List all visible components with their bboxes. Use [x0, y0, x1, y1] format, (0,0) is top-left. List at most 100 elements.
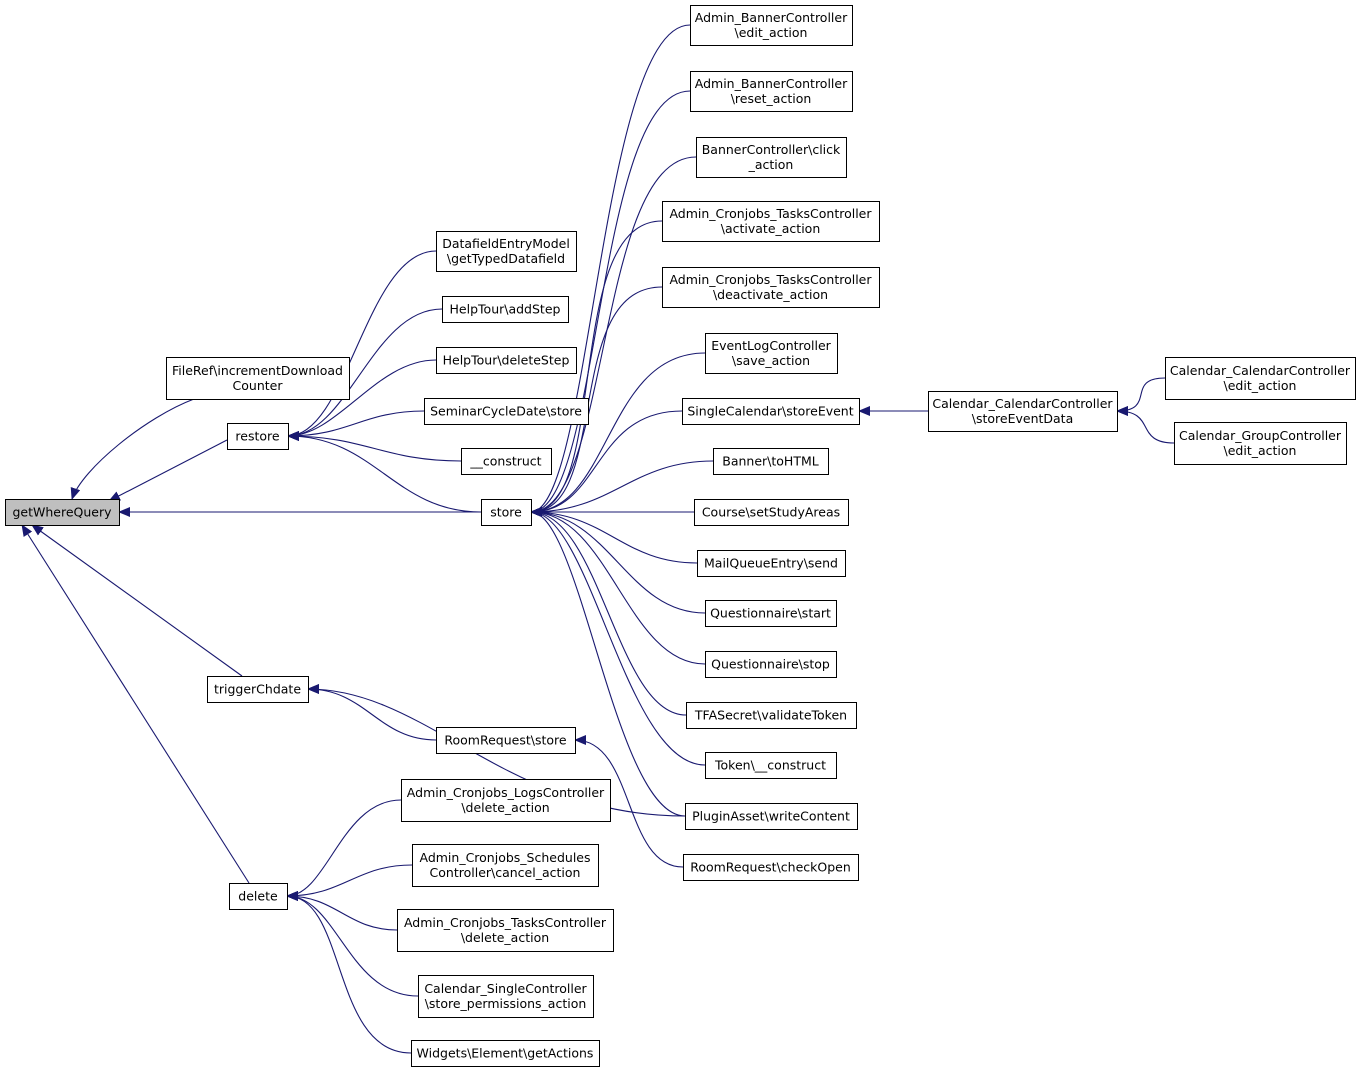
node-box[interactable]: [705, 651, 837, 678]
node-CalCtl_store[interactable]: Calendar_CalendarController\storeEventDa…: [928, 391, 1118, 432]
node-Tasks_activate[interactable]: Admin_Cronjobs_TasksController\activate_…: [662, 201, 880, 242]
node-label-line: Admin_Cronjobs_TasksController: [404, 915, 607, 930]
node-Banner_reset[interactable]: Admin_BannerController\reset_action: [690, 71, 853, 112]
edge-RoomRequest_store-to-triggerChdate: [307, 684, 437, 741]
node-getWhereQuery[interactable]: getWhereQuery: [5, 499, 120, 526]
node-box[interactable]: [397, 909, 614, 952]
node-box[interactable]: [696, 137, 847, 178]
node-HelpTour_add[interactable]: HelpTour\addStep: [442, 296, 569, 323]
node-box[interactable]: [481, 499, 532, 526]
node-box[interactable]: [461, 448, 552, 475]
node-box[interactable]: [411, 1040, 600, 1067]
node-label-line: TFASecret\validateToken: [694, 708, 847, 723]
edge-GroupCtl_edit-to-CalCtl_store: [1116, 406, 1175, 444]
node-box[interactable]: [694, 499, 849, 526]
edge-SingleCal-to-store: [530, 410, 683, 517]
node-box[interactable]: [686, 702, 857, 729]
node-Q_start[interactable]: Questionnaire\start: [705, 600, 837, 627]
node-box[interactable]: [697, 550, 846, 577]
node-box[interactable]: [166, 357, 350, 400]
node-label-line: HelpTour\deleteStep: [443, 353, 570, 368]
node-box[interactable]: [436, 347, 577, 374]
node-box[interactable]: [705, 333, 838, 374]
node-Banner_click[interactable]: BannerController\click_action: [696, 137, 847, 178]
node-box[interactable]: [424, 398, 589, 425]
node-Tasks_deactivate[interactable]: Admin_Cronjobs_TasksController\deactivat…: [662, 267, 880, 308]
node-box[interactable]: [5, 499, 120, 526]
node-HelpTour_delete[interactable]: HelpTour\deleteStep: [436, 347, 577, 374]
node-delete[interactable]: delete: [229, 883, 288, 910]
node-label-line: SeminarCycleDate\store: [430, 404, 582, 419]
node-label-line: \store_permissions_action: [425, 996, 587, 1011]
node-box[interactable]: [1174, 422, 1347, 465]
node-CalCtl_edit[interactable]: Calendar_CalendarController\edit_action: [1165, 357, 1356, 400]
node-Widgets[interactable]: Widgets\Element\getActions: [411, 1040, 600, 1067]
node-Plugin[interactable]: PluginAsset\writeContent: [685, 803, 858, 830]
node-box[interactable]: [412, 844, 599, 887]
node-box[interactable]: [705, 752, 837, 779]
edge-Banner_html-to-store: [530, 460, 714, 517]
node-GroupCtl_edit[interactable]: Calendar_GroupController\edit_action: [1174, 422, 1347, 465]
node-SingleCal[interactable]: SingleCalendar\storeEvent: [682, 398, 860, 425]
edges-layer: [21, 24, 1175, 1054]
node-label-line: \storeEventData: [972, 411, 1073, 426]
node-label-line: Admin_Cronjobs_LogsController: [407, 785, 605, 800]
node-box[interactable]: [682, 398, 860, 425]
node-box[interactable]: [690, 71, 853, 112]
node-box[interactable]: [683, 854, 859, 881]
node-Banner_html[interactable]: Banner\toHTML: [713, 448, 829, 475]
edge-DatafieldEntry-to-restore: [287, 250, 437, 441]
node-construct[interactable]: __construct: [461, 448, 552, 475]
node-SeminarCycle[interactable]: SeminarCycleDate\store: [424, 398, 589, 425]
node-Cal_Single[interactable]: Calendar_SingleController\store_permissi…: [418, 975, 594, 1018]
node-label-line: Questionnaire\start: [710, 606, 831, 621]
node-box[interactable]: [401, 779, 611, 822]
node-triggerChdate[interactable]: triggerChdate: [207, 676, 309, 703]
node-Q_stop[interactable]: Questionnaire\stop: [705, 651, 837, 678]
node-label-line: \getTypedDatafield: [447, 251, 565, 266]
node-label-line: Counter: [233, 378, 284, 393]
node-label-line: \edit_action: [1224, 443, 1297, 458]
node-TFASecret[interactable]: TFASecret\validateToken: [686, 702, 857, 729]
node-RoomCheck[interactable]: RoomRequest\checkOpen: [683, 854, 859, 881]
node-store[interactable]: store: [481, 499, 532, 526]
node-EventLog[interactable]: EventLogController\save_action: [705, 333, 838, 374]
node-label-line: \edit_action: [735, 25, 808, 40]
node-box[interactable]: [662, 267, 880, 308]
node-box[interactable]: [207, 676, 309, 703]
node-label-line: PluginAsset\writeContent: [692, 809, 850, 824]
node-label-line: Widgets\Element\getActions: [417, 1046, 594, 1061]
node-box[interactable]: [928, 391, 1118, 432]
node-Cron_Schedules[interactable]: Admin_Cronjobs_SchedulesController\cance…: [412, 844, 599, 887]
node-Course[interactable]: Course\setStudyAreas: [694, 499, 849, 526]
node-box[interactable]: [229, 883, 288, 910]
node-MailQueue[interactable]: MailQueueEntry\send: [697, 550, 846, 577]
node-box[interactable]: [1165, 357, 1356, 400]
nodes-layer: getWhereQuery FileRef\incrementDownloadCo…: [5, 5, 1356, 1067]
node-Cron_Tasks_delete[interactable]: Admin_Cronjobs_TasksController\delete_ac…: [397, 909, 614, 952]
node-box[interactable]: [227, 423, 289, 450]
edge-Cal_Single-to-delete: [286, 891, 419, 997]
node-Banner_edit[interactable]: Admin_BannerController\edit_action: [690, 5, 853, 46]
node-label-line: __construct: [469, 454, 541, 469]
node-box[interactable]: [418, 975, 594, 1018]
node-box[interactable]: [705, 600, 837, 627]
node-Token[interactable]: Token\__construct: [705, 752, 837, 779]
node-box[interactable]: [436, 231, 577, 272]
node-box[interactable]: [713, 448, 829, 475]
node-Cron_Logs[interactable]: Admin_Cronjobs_LogsController\delete_act…: [401, 779, 611, 822]
node-label-line: BannerController\click: [702, 142, 841, 157]
node-box[interactable]: [442, 296, 569, 323]
node-label-line: Calendar_GroupController: [1179, 428, 1342, 443]
node-DatafieldEntry[interactable]: DatafieldEntryModel\getTypedDatafield: [436, 231, 577, 272]
node-box[interactable]: [685, 803, 858, 830]
node-box[interactable]: [436, 727, 576, 754]
node-restore[interactable]: restore: [227, 423, 289, 450]
node-label-line: RoomRequest\store: [444, 733, 567, 748]
node-box[interactable]: [662, 201, 880, 242]
node-label-line: Calendar_CalendarController: [1170, 363, 1351, 378]
node-box[interactable]: [690, 5, 853, 46]
node-RoomRequest_store[interactable]: RoomRequest\store: [436, 727, 576, 754]
